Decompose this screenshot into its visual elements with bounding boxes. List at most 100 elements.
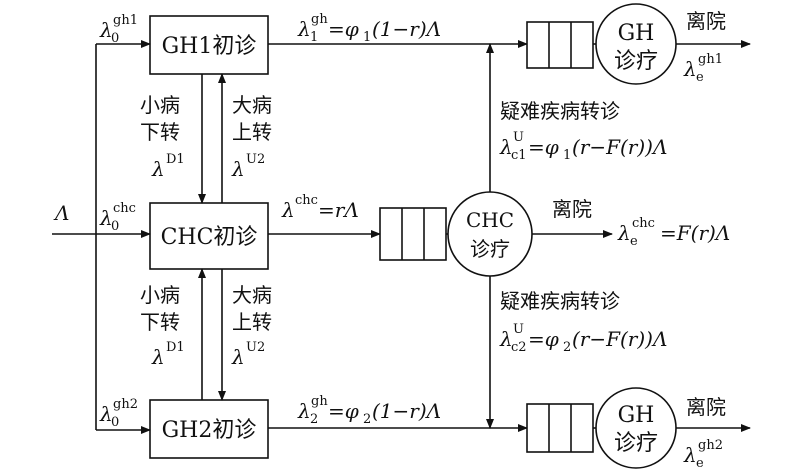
major-up-label-1b: 上转 bbox=[232, 120, 272, 144]
svg-text:gh: gh bbox=[311, 12, 328, 27]
exit-chc-label: λ chc e =F(r)Λ bbox=[617, 216, 730, 249]
minor-down-label-1a: 小病 bbox=[140, 93, 180, 117]
exit-gh1-label: λ gh1 e bbox=[683, 52, 723, 85]
exit-gh2-label: λ gh2 e bbox=[683, 438, 723, 471]
svg-text:λ: λ bbox=[231, 157, 245, 181]
lambda-u2-lower: λ U2 bbox=[231, 340, 265, 369]
svg-text:λ: λ bbox=[151, 345, 165, 369]
svg-text:c2: c2 bbox=[511, 340, 527, 355]
major-up-label-1a: 大病 bbox=[232, 93, 272, 117]
gh2-triage-label: GH2初诊 bbox=[162, 418, 257, 443]
svg-text:D1: D1 bbox=[166, 340, 185, 355]
queue-chc bbox=[379, 207, 447, 261]
svg-text:U2: U2 bbox=[246, 152, 265, 167]
svg-text:gh1: gh1 bbox=[113, 13, 138, 28]
svg-text:chc: chc bbox=[632, 216, 655, 231]
svg-text:=F(r)Λ: =F(r)Λ bbox=[660, 221, 730, 245]
lambda-u2-upper: λ U2 bbox=[231, 152, 265, 181]
svg-text:U2: U2 bbox=[246, 340, 265, 355]
svg-text:λ: λ bbox=[499, 327, 513, 351]
discharge-top-label: 离院 bbox=[686, 9, 726, 33]
minor-down-label-2a: 小病 bbox=[140, 283, 180, 307]
lambda-d1-lower: λ D1 bbox=[151, 340, 185, 369]
refer-bottom-title: 疑难疾病转诊 bbox=[500, 289, 620, 313]
gh1-service-label-2: 诊疗 bbox=[614, 49, 658, 74]
svg-text:λ: λ bbox=[297, 399, 311, 423]
refer-top-title: 疑难疾病转诊 bbox=[500, 99, 620, 123]
svg-text:(1−r)Λ: (1−r)Λ bbox=[372, 399, 441, 423]
chc-triage-box bbox=[149, 202, 269, 270]
svg-text:e: e bbox=[696, 70, 704, 85]
refer-bottom-formula: λ U c2 =φ 2 (r−F(r))Λ bbox=[499, 322, 667, 355]
discharge-bottom-label: 离院 bbox=[686, 395, 726, 419]
svg-text:2: 2 bbox=[563, 340, 571, 355]
svg-text:=rΛ: =rΛ bbox=[318, 198, 359, 222]
svg-text:λ: λ bbox=[683, 443, 697, 467]
svg-text:1: 1 bbox=[563, 148, 571, 163]
svg-text:e: e bbox=[696, 456, 704, 471]
flow-gh2-label: λ gh 2 =φ 2 (1−r)Λ bbox=[297, 394, 441, 427]
gh1-service-label-1: GH bbox=[618, 21, 655, 46]
svg-text:λ: λ bbox=[151, 157, 165, 181]
svg-text:λ: λ bbox=[683, 57, 697, 81]
svg-text:D1: D1 bbox=[166, 152, 185, 167]
refer-top-formula: λ U c1 =φ 1 (r−F(r))Λ bbox=[499, 130, 667, 163]
svg-text:2: 2 bbox=[310, 412, 318, 427]
svg-text:(r−F(r))Λ: (r−F(r))Λ bbox=[572, 135, 667, 159]
svg-text:=φ: =φ bbox=[328, 399, 359, 423]
queue-gh2 bbox=[526, 403, 594, 453]
svg-text:1: 1 bbox=[310, 30, 318, 45]
svg-text:gh1: gh1 bbox=[698, 52, 723, 67]
svg-text:gh2: gh2 bbox=[698, 438, 723, 453]
minor-down-label-1b: 下转 bbox=[140, 120, 180, 144]
chc-service-node bbox=[447, 191, 533, 277]
svg-text:=φ: =φ bbox=[528, 135, 559, 159]
gh2-triage-box bbox=[149, 399, 269, 459]
lambda-chc-in: λ chc 0 bbox=[99, 201, 136, 234]
svg-text:λ: λ bbox=[281, 198, 295, 222]
gh2-service-label-1: GH bbox=[618, 403, 655, 428]
svg-text:e: e bbox=[630, 234, 638, 249]
lambda-d1-upper: λ D1 bbox=[151, 152, 185, 181]
svg-text:λ: λ bbox=[99, 206, 113, 230]
gh2-service-node bbox=[595, 387, 677, 469]
minor-down-label-2b: 下转 bbox=[140, 310, 180, 334]
queue-gh1 bbox=[526, 21, 594, 69]
svg-text:0: 0 bbox=[111, 415, 119, 430]
flow-chc-label: λ chc =rΛ bbox=[281, 193, 359, 222]
major-up-label-2b: 上转 bbox=[232, 310, 272, 334]
svg-text:U: U bbox=[513, 322, 524, 337]
lambda-gh2-in: λ gh2 0 bbox=[99, 397, 138, 430]
svg-text:λ: λ bbox=[231, 345, 245, 369]
gh2-service-label-2: 诊疗 bbox=[614, 431, 658, 456]
svg-text:2: 2 bbox=[363, 412, 371, 427]
svg-text:λ: λ bbox=[617, 221, 631, 245]
svg-text:(1−r)Λ: (1−r)Λ bbox=[372, 17, 441, 41]
svg-text:1: 1 bbox=[363, 30, 371, 45]
svg-text:chc: chc bbox=[295, 193, 318, 208]
gh1-triage-box bbox=[149, 15, 269, 75]
discharge-mid-label: 离院 bbox=[552, 197, 592, 221]
svg-text:λ: λ bbox=[297, 17, 311, 41]
input-lambda: Λ bbox=[53, 201, 69, 225]
major-up-label-2a: 大病 bbox=[232, 283, 272, 307]
svg-text:=φ: =φ bbox=[328, 17, 359, 41]
svg-text:gh: gh bbox=[311, 394, 328, 409]
svg-text:λ: λ bbox=[99, 18, 113, 42]
svg-text:=φ: =φ bbox=[528, 327, 559, 351]
lambda-gh1-in: λ gh1 0 bbox=[99, 13, 138, 46]
gh1-triage-label: GH1初诊 bbox=[162, 34, 257, 59]
chc-service-label-2: 诊疗 bbox=[470, 237, 510, 261]
svg-text:λ: λ bbox=[499, 135, 513, 159]
chc-service-label-1: CHC bbox=[466, 208, 514, 232]
svg-text:λ: λ bbox=[99, 402, 113, 426]
svg-text:gh2: gh2 bbox=[113, 397, 138, 412]
svg-text:(r−F(r))Λ: (r−F(r))Λ bbox=[572, 327, 667, 351]
svg-text:0: 0 bbox=[111, 219, 119, 234]
svg-text:c1: c1 bbox=[511, 148, 527, 163]
svg-text:chc: chc bbox=[113, 201, 136, 216]
svg-text:0: 0 bbox=[111, 31, 119, 46]
flow-gh1-label: λ gh 1 =φ 1 (1−r)Λ bbox=[297, 12, 441, 45]
